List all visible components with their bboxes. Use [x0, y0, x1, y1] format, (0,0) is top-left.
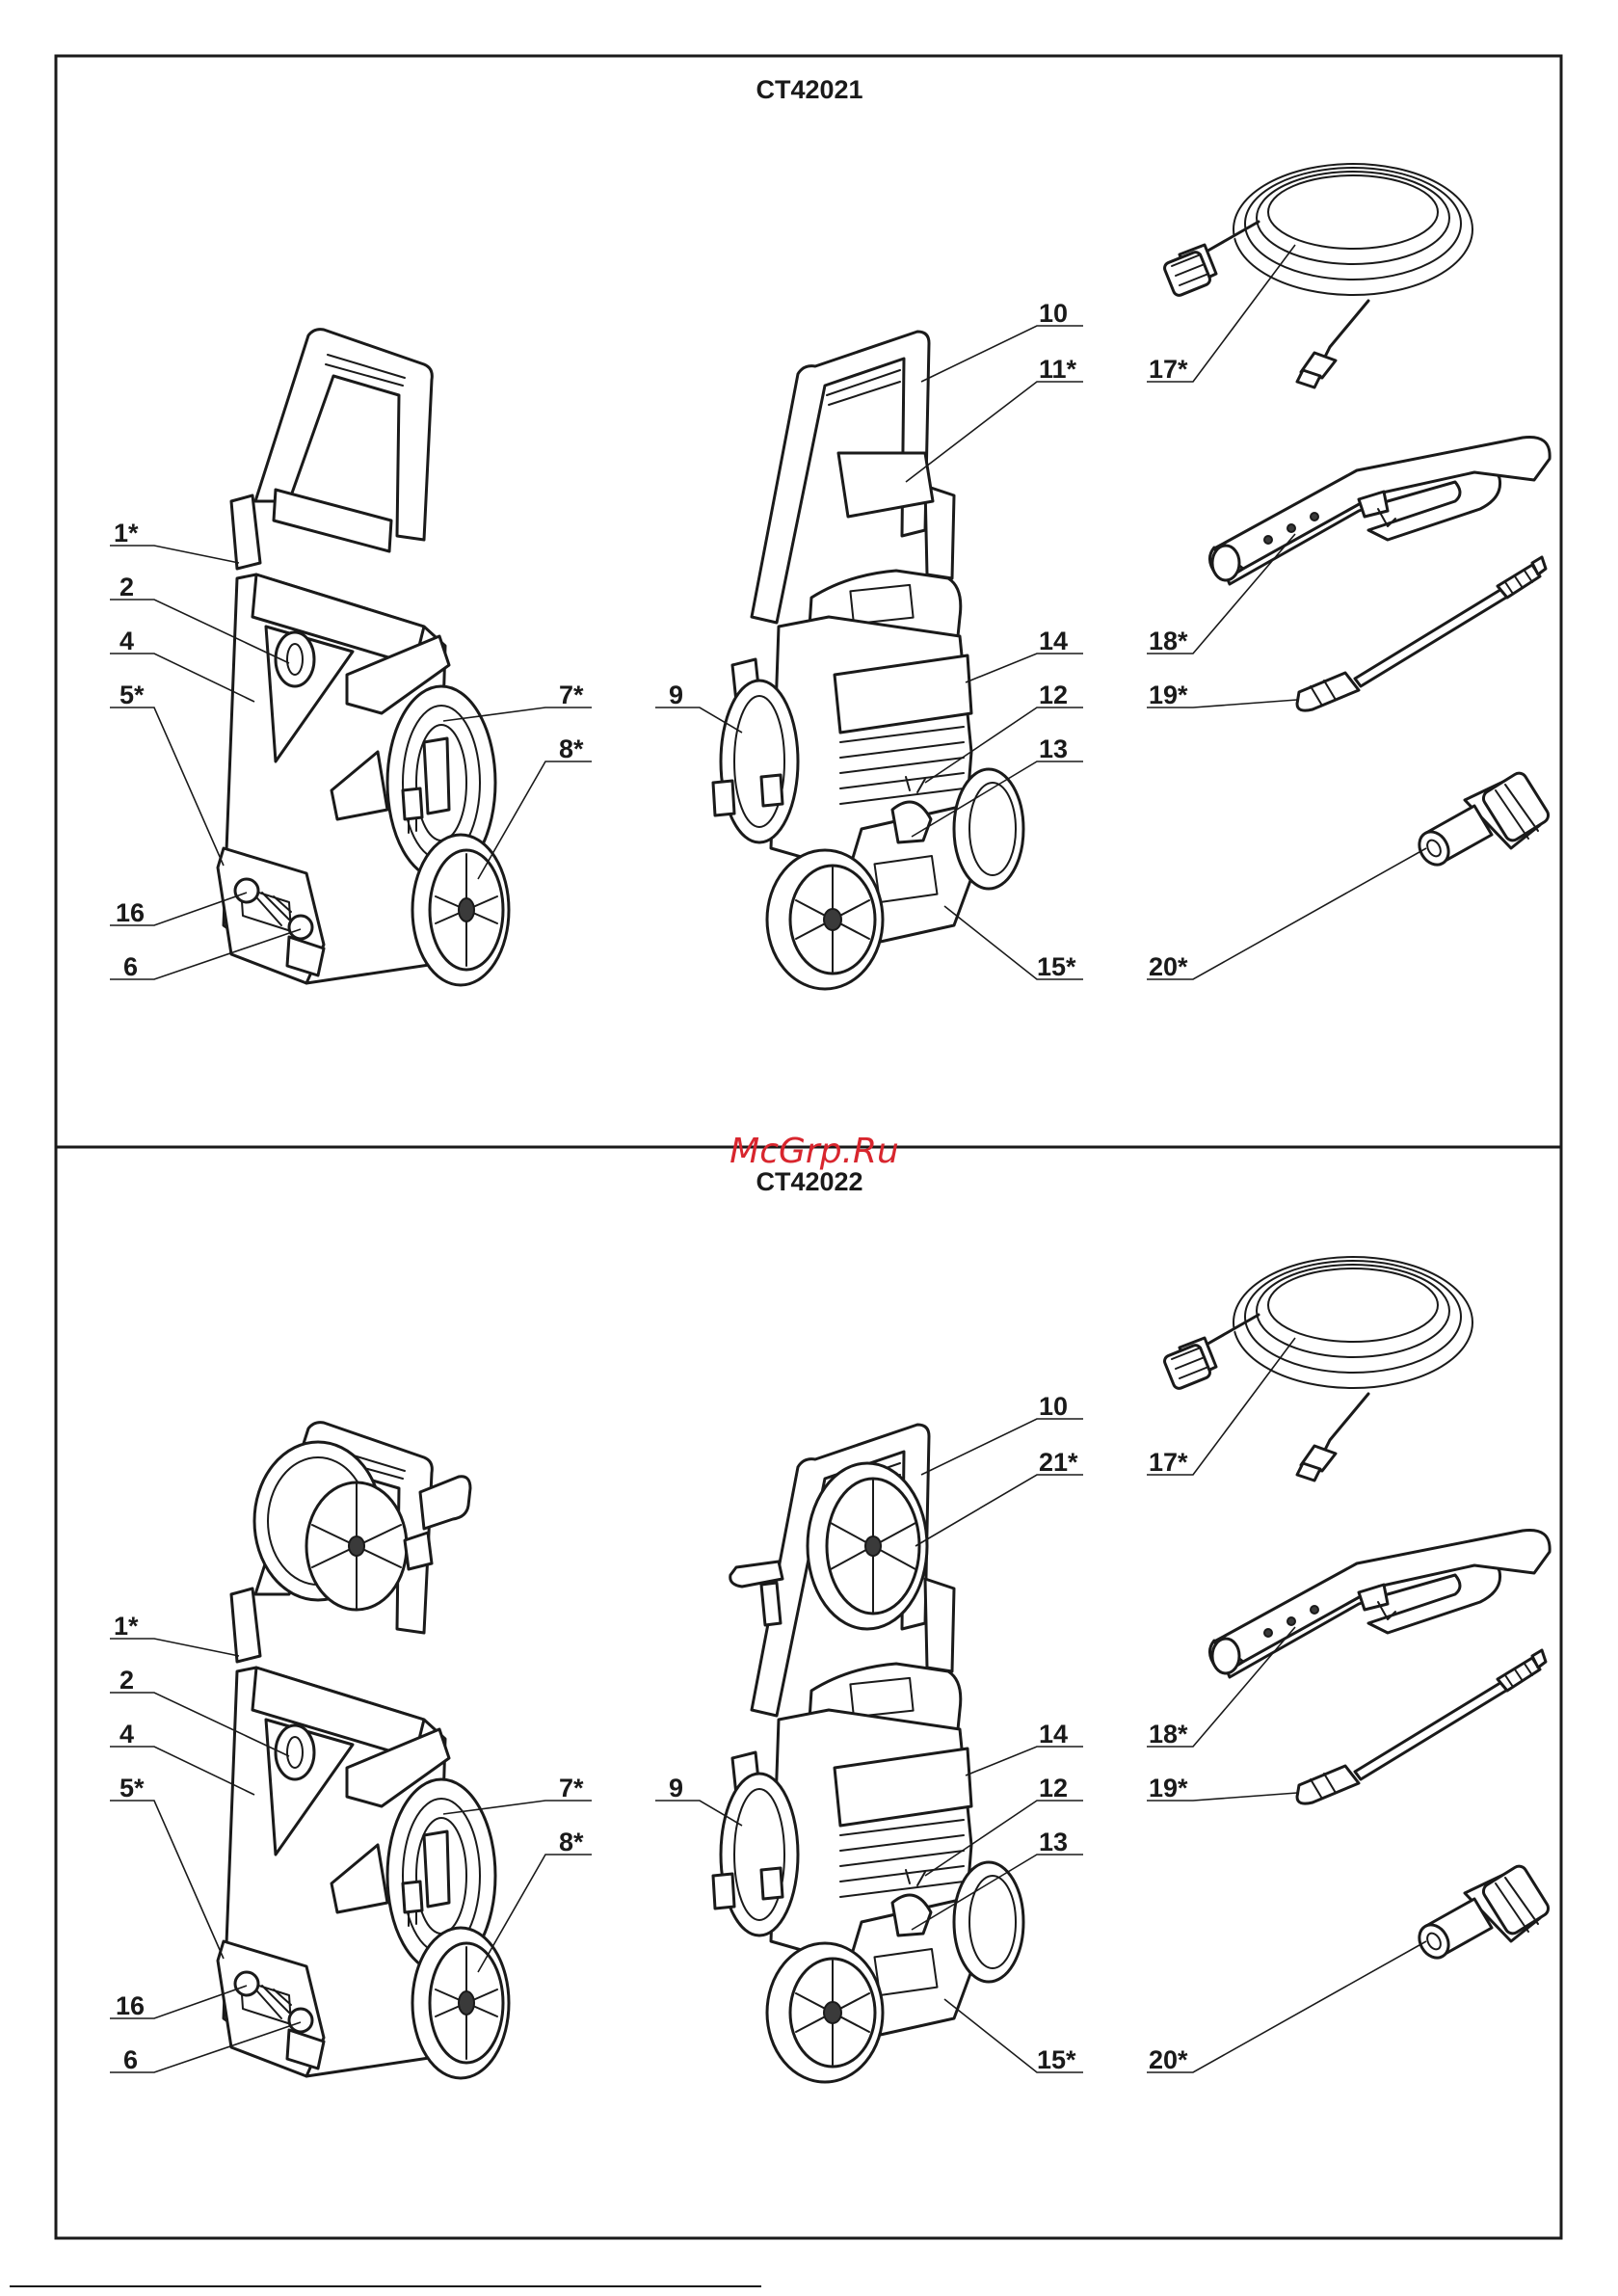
callout-label: 13 — [1039, 1828, 1068, 1856]
callout-label: 20* — [1149, 2045, 1188, 2074]
panel-title-2: CT42022 — [756, 1167, 862, 1196]
hose-illustration — [1163, 164, 1472, 387]
callout-label: 12 — [1039, 1774, 1068, 1802]
callout-label: 19* — [1149, 681, 1188, 709]
callout-label: 11* — [1039, 355, 1077, 384]
callout-label: 17* — [1149, 1448, 1188, 1477]
callout-label: 7* — [559, 681, 584, 709]
trigger-gun-illustration — [1209, 1530, 1550, 1677]
callout-label: 15* — [1037, 952, 1076, 981]
callout-label: 15* — [1037, 2045, 1076, 2074]
callout-label: 13 — [1039, 734, 1068, 763]
callout-label: 6 — [123, 952, 138, 981]
callout-label: 9 — [669, 681, 683, 709]
accessories-illustration — [1163, 1257, 1552, 1963]
callout-label: 20* — [1149, 952, 1188, 981]
callout-label: 12 — [1039, 681, 1068, 709]
callout-label: 18* — [1149, 1720, 1188, 1749]
callout-label: 1* — [114, 1612, 139, 1641]
callout-label: 8* — [559, 1828, 584, 1856]
callout-label: 8* — [559, 734, 584, 763]
accessories-illustration — [1163, 164, 1552, 870]
pressure-washer-rear-illustration — [713, 332, 1023, 989]
callout-label: 5* — [119, 681, 145, 709]
lance-illustration — [1297, 557, 1546, 710]
callout-label: 14 — [1039, 1720, 1068, 1749]
watermark: McGrp.Ru — [729, 1132, 899, 1171]
hose-illustration — [1163, 1257, 1472, 1481]
callout-label: 10 — [1039, 1392, 1068, 1421]
adapter-illustration — [1414, 770, 1552, 869]
pressure-washer-front-illustration — [218, 1423, 509, 2078]
callout-label: 14 — [1039, 627, 1068, 655]
callout-label: 16 — [116, 1991, 145, 2020]
adapter-illustration — [1414, 1863, 1552, 1962]
callout-label: 6 — [123, 2045, 138, 2074]
lance-illustration — [1297, 1650, 1546, 1803]
panel-ct42021: 1* 2 4 5* 16 6 7* 8* 9 10 11* 14 — [110, 164, 1552, 989]
callout-label: 18* — [1149, 627, 1188, 655]
panel-title-1: CT42021 — [756, 75, 862, 104]
callout-label: 21* — [1039, 1448, 1078, 1477]
panel-ct42022: 1* 2 4 5* 16 6 7* 8* 9 10 21* 14 12 — [110, 1257, 1552, 2082]
callout-label: 16 — [116, 898, 145, 927]
callout-label: 19* — [1149, 1774, 1188, 1802]
callout-label: 17* — [1149, 355, 1188, 384]
pressure-washer-front-illustration — [218, 330, 509, 985]
callout-label: 7* — [559, 1774, 584, 1802]
callout-label: 2 — [119, 573, 134, 601]
callout-label: 10 — [1039, 299, 1068, 328]
callout-label: 1* — [114, 519, 139, 547]
callout-label: 9 — [669, 1774, 683, 1802]
trigger-gun-illustration — [1209, 437, 1550, 584]
callout-label: 4 — [119, 1720, 134, 1749]
callout-label: 2 — [119, 1666, 134, 1695]
pressure-washer-rear-illustration — [713, 1425, 1023, 2082]
callout-label: 5* — [119, 1774, 145, 1802]
callout-label: 4 — [119, 627, 134, 655]
